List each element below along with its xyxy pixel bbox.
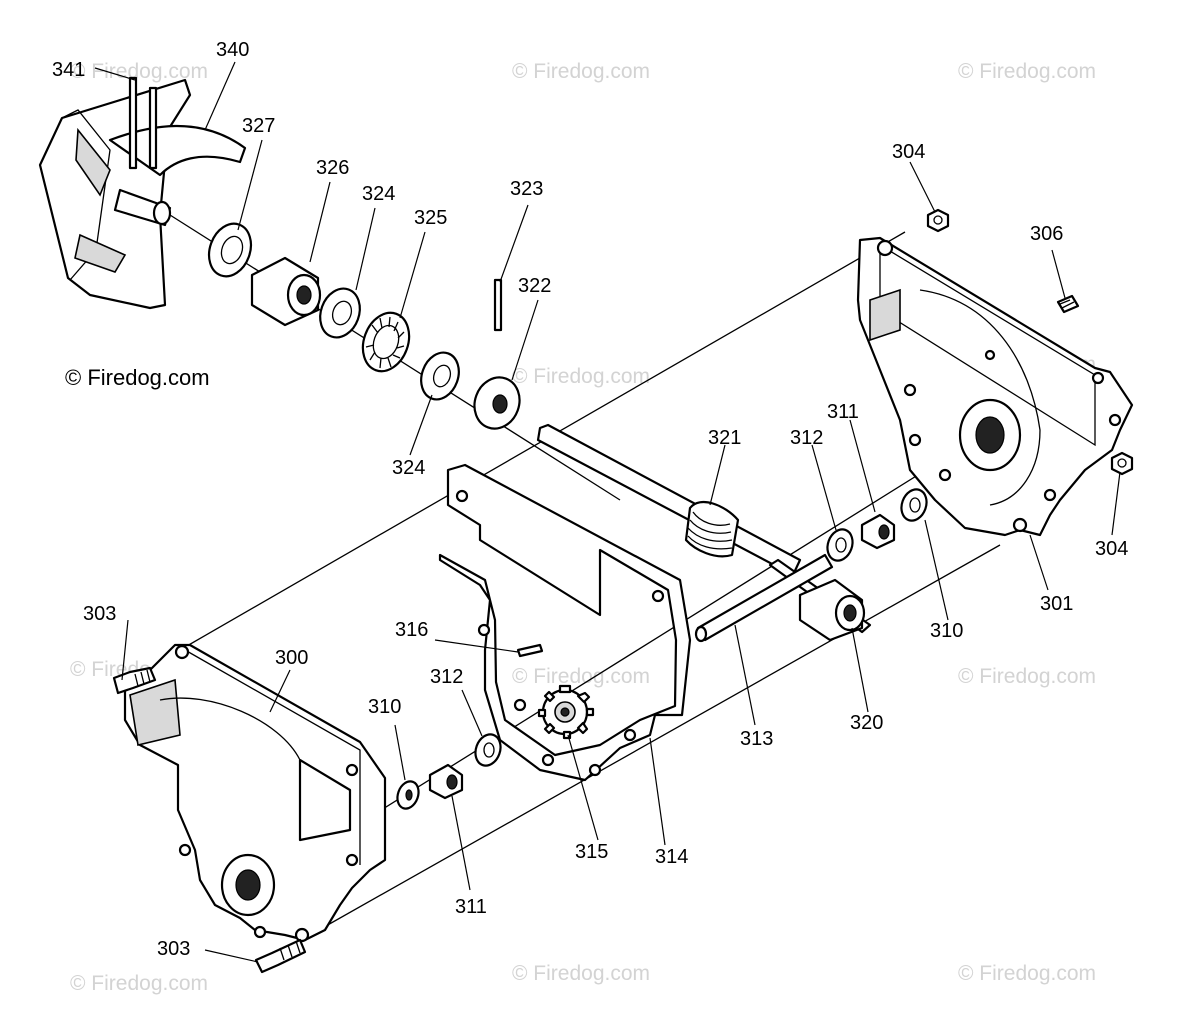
gear-315 [537,684,595,740]
washer-310-right [900,488,928,522]
callout-311: 311 [827,401,859,423]
watermark: © Firedog.com [70,60,208,83]
nut-304-top [926,208,950,233]
callout-306: 306 [1030,223,1063,245]
washer-324-lower [420,351,460,401]
thrust-bearing-325 [361,311,411,373]
watermark: © Firedog.com [512,365,650,388]
callout-303: 303 [157,938,190,960]
watermark: © Firedog.com [958,60,1096,83]
callout-315: 315 [575,841,608,863]
housing-301 [856,236,1134,537]
washer-327 [207,222,253,278]
watermark: © Firedog.com [958,962,1096,985]
watermarks: © Firedog.com © Firedog.com © Firedog.co… [70,60,1096,995]
callout-341: 341 [52,59,85,81]
callout-314: 314 [655,846,688,868]
shaft-313 [694,553,834,643]
washer-324-top [319,287,361,339]
callout-312: 312 [790,427,823,449]
leader-lines [94,61,1121,963]
fitting-306 [1056,294,1080,314]
screw-303-top [112,666,157,695]
watermark: © Firedog.com [70,972,208,995]
callout-304: 304 [1095,538,1128,560]
callout-301: 301 [1040,593,1073,615]
callout-304: 304 [892,141,925,163]
watermark: © Firedog.com [512,60,650,83]
watermark: © Firedog.com [512,962,650,985]
callout-310: 310 [368,696,401,718]
callout-300: 300 [275,647,308,669]
screw-303-bottom [254,938,307,974]
washer-312-left [474,733,502,767]
bushing-311-right [860,513,896,550]
callout-316: 316 [395,619,428,641]
callout-311: 311 [455,896,487,918]
callout-322: 322 [518,275,551,297]
callout-310: 310 [930,620,963,642]
callout-321: 321 [708,427,741,449]
watermark: © Firedog.com [958,665,1096,688]
washer-310-left [396,780,420,810]
copyright-label: © Firedog.com [65,365,210,390]
callout-312: 312 [430,666,463,688]
bearing-326 [250,256,322,327]
gasket-314 [438,463,692,782]
nut-304-right [1110,451,1134,476]
pin-323 [493,278,503,332]
watermark: © Firedog.com [512,665,650,688]
bushing-320 [798,578,866,642]
callout-320: 320 [850,712,883,734]
callout-323: 323 [510,178,543,200]
callout-324: 324 [362,183,395,205]
callout-340: 340 [216,39,249,61]
callout-313: 313 [740,728,773,750]
callout-324: 324 [392,457,425,479]
callout-303: 303 [83,603,116,625]
auger-impeller-part [38,76,247,310]
key-316 [516,643,544,658]
callout-326: 326 [316,157,349,179]
callouts: 341 340 327 326 324 325 323 322 324 321 … [52,39,1128,960]
washer-312-right [826,528,854,562]
bushing-311-left [428,763,464,800]
callout-325: 325 [414,207,447,229]
housing-300 [123,643,387,943]
collar-322 [473,376,521,430]
callout-327: 327 [242,115,275,137]
